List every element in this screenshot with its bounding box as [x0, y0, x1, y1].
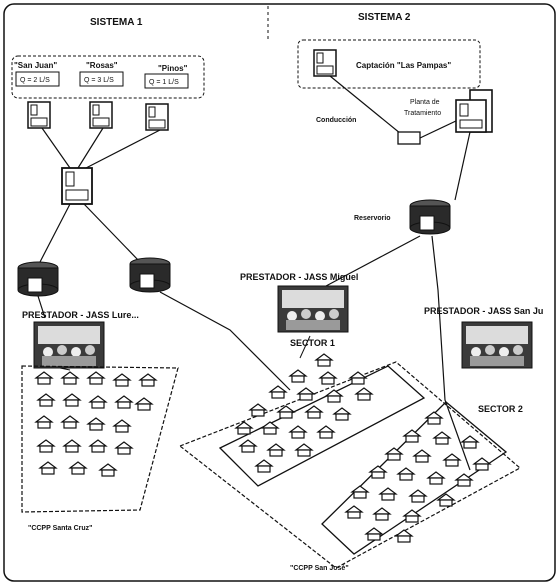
captacion-label: Captación "Las Pampas" — [356, 61, 451, 70]
pipe-planta-to-reservorio — [454, 131, 471, 201]
conduccion-label: Conducción — [316, 117, 356, 124]
planta-label-2: Tratamiento — [404, 110, 441, 117]
meeting-photo-san-juan — [461, 321, 533, 369]
houses-sector-2 — [345, 411, 491, 543]
pipes-collector-to-tanks — [39, 203, 141, 263]
prestador-san-juan-label: PRESTADOR - JASS San Ju — [424, 306, 543, 316]
pipe-tank-miguel-to-sector1 — [159, 291, 291, 391]
pipe-tank-lure-down — [37, 295, 46, 319]
conduccion-valve-icon — [397, 131, 421, 145]
prestador-miguel-label: PRESTADOR - JASS Miguel — [240, 272, 358, 282]
outer-frame — [3, 3, 556, 582]
pipes-sources-to-collector — [41, 127, 161, 169]
sector-2-area — [321, 401, 508, 555]
pipe-reservorio-to-sector2 — [431, 235, 471, 471]
collector-chamber-icon — [61, 167, 93, 205]
reservorio-label: Reservorio — [354, 215, 391, 222]
flow-pinos: Q = 1 L/S — [149, 79, 179, 86]
houses-santa-cruz — [35, 371, 157, 477]
ccpp-santa-cruz-area — [21, 365, 179, 513]
flow-san-juan: Q = 2 L/S — [20, 77, 50, 84]
flow-box-rosas — [79, 71, 124, 87]
source-name-rosas: "Rosas" — [86, 61, 118, 70]
pipe-captacion-to-conduccion — [329, 75, 407, 139]
intake-san-juan-icon — [27, 101, 51, 129]
planta-label-1: Planta de — [410, 99, 440, 106]
captacion-box-icon — [313, 49, 337, 77]
sector-1-label: SECTOR 1 — [290, 338, 335, 348]
reservorio-tank-icon — [409, 199, 451, 235]
pipe-reservorio-to-miguel — [325, 235, 421, 287]
pipe-to-planta — [419, 119, 459, 139]
sources-group — [11, 55, 205, 99]
sistema-1-title: SISTEMA 1 — [90, 17, 143, 28]
captacion-group — [297, 39, 481, 89]
pipe-miguel-to-sector1 — [299, 335, 311, 359]
houses-sector-1 — [235, 353, 373, 473]
pipe-lure-to-ccpp — [59, 367, 71, 371]
ccpp-santa-cruz-label: "CCPP Santa Cruz" — [28, 525, 92, 532]
source-name-san-juan: "San Juan" — [14, 61, 57, 70]
sector-2-label: SECTOR 2 — [478, 404, 523, 414]
meeting-photo-lure — [33, 321, 105, 369]
ccpp-san-jose-label: "CCPP San José" — [290, 565, 349, 572]
flow-rosas: Q = 3 L/S — [84, 77, 114, 84]
tank-lure-icon — [17, 261, 59, 297]
meeting-photo-miguel — [277, 285, 349, 333]
sistema-2-title: SISTEMA 2 — [358, 12, 411, 23]
source-name-pinos: "Pinos" — [158, 64, 188, 73]
tank-miguel-icon — [129, 257, 171, 293]
flow-box-san-juan — [15, 71, 60, 87]
intake-rosas-icon — [89, 101, 113, 129]
intake-pinos-icon — [145, 103, 169, 131]
prestador-lure-label: PRESTADOR - JASS Lure... — [22, 310, 139, 320]
ccpp-san-jose-area — [178, 361, 522, 569]
treatment-plant-icon — [455, 89, 493, 133]
flow-box-pinos — [144, 73, 189, 89]
